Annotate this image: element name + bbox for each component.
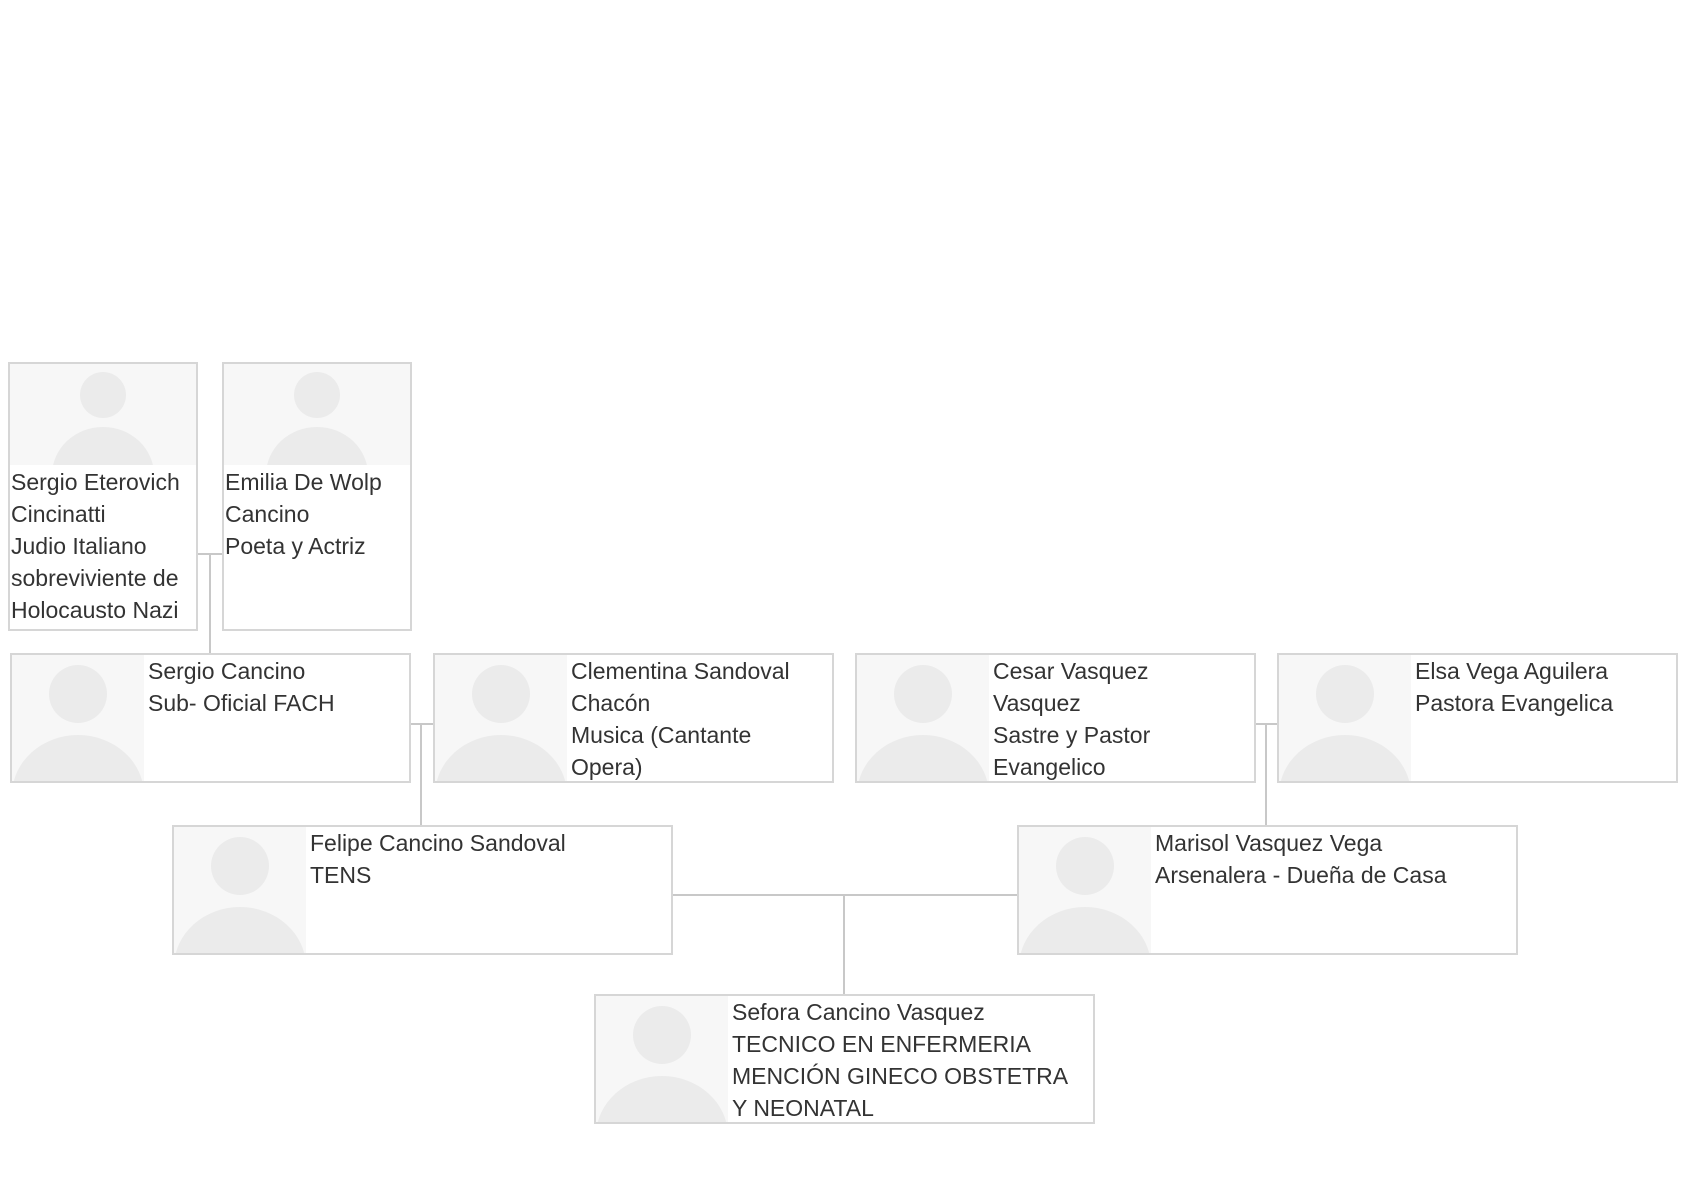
connector-child-line xyxy=(420,723,422,825)
person-placeholder-icon xyxy=(1279,655,1411,781)
person-detail-line: Opera) xyxy=(571,754,643,780)
connector-couple-line xyxy=(411,723,433,725)
person-name-line: Elsa Vega Aguilera xyxy=(1415,658,1609,684)
person-placeholder-icon xyxy=(1019,827,1151,953)
person-detail-line: Judio Italiano xyxy=(11,533,147,559)
person-name-line: Sergio Eterovich xyxy=(11,469,180,495)
person-card-felipe-cancino[interactable]: Felipe Cancino Sandoval TENS xyxy=(172,825,673,955)
person-card-emilia-de-wolp[interactable]: Emilia De Wolp Cancino Poeta y Actriz xyxy=(222,362,412,631)
person-card-elsa-vega[interactable]: Elsa Vega Aguilera Pastora Evangelica xyxy=(1277,653,1678,783)
person-name-line: Clementina Sandoval xyxy=(571,658,790,684)
person-name-line: Chacón xyxy=(571,690,651,716)
person-detail-line: Sub- Oficial FACH xyxy=(148,690,335,716)
person-detail-line: Musica (Cantante xyxy=(571,722,752,748)
person-name-line: Emilia De Wolp xyxy=(225,469,382,495)
person-placeholder-icon xyxy=(12,655,144,781)
person-card-marisol-vasquez[interactable]: Marisol Vasquez Vega Arsenalera - Dueña … xyxy=(1017,825,1518,955)
person-placeholder-icon xyxy=(857,655,989,781)
person-detail-line: Pastora Evangelica xyxy=(1415,690,1614,716)
person-name-line: Sergio Cancino xyxy=(148,658,306,684)
person-placeholder-icon xyxy=(224,364,410,465)
person-card-sefora-cancino[interactable]: Sefora Cancino Vasquez TECNICO EN ENFERM… xyxy=(594,994,1095,1124)
person-detail-line: Arsenalera - Dueña de Casa xyxy=(1155,862,1447,888)
person-detail-line: Evangelico xyxy=(993,754,1106,780)
person-name-line: Cancino xyxy=(225,501,310,527)
person-name-line: Marisol Vasquez Vega xyxy=(1155,830,1383,856)
person-detail-line: TECNICO EN ENFERMERIA xyxy=(732,1031,1032,1057)
person-card-sergio-eterovich[interactable]: Sergio Eterovich Cincinatti Judio Italia… xyxy=(8,362,198,631)
person-name-line: Vasquez xyxy=(993,690,1081,716)
person-detail-line: Poeta y Actriz xyxy=(225,533,366,559)
person-card-cesar-vasquez[interactable]: Cesar Vasquez Vasquez Sastre y Pastor Ev… xyxy=(855,653,1256,783)
person-name-line: Cincinatti xyxy=(11,501,106,527)
person-placeholder-icon xyxy=(174,827,306,953)
person-detail-line: Sastre y Pastor xyxy=(993,722,1151,748)
person-detail-line: TENS xyxy=(310,862,372,888)
person-name-line: Cesar Vasquez xyxy=(993,658,1149,684)
person-placeholder-icon xyxy=(10,364,196,465)
person-detail-line: sobreviviente de xyxy=(11,565,179,591)
person-name-line: Sefora Cancino Vasquez xyxy=(732,999,985,1025)
person-card-clementina-sandoval[interactable]: Clementina Sandoval Chacón Musica (Canta… xyxy=(433,653,834,783)
person-name-line: Felipe Cancino Sandoval xyxy=(310,830,566,856)
person-placeholder-icon xyxy=(435,655,567,781)
person-detail-line: Y NEONATAL xyxy=(732,1095,874,1121)
connector-child-line xyxy=(209,553,211,653)
person-detail-line: Holocausto Nazi xyxy=(11,597,179,623)
connector-couple-line xyxy=(672,894,1018,896)
person-detail-line: MENCIÓN GINECO OBSTETRA xyxy=(732,1063,1069,1089)
person-placeholder-icon xyxy=(596,996,728,1122)
connector-child-line xyxy=(843,894,845,994)
connector-child-line xyxy=(1265,723,1267,825)
person-card-sergio-cancino[interactable]: Sergio Cancino Sub- Oficial FACH xyxy=(10,653,411,783)
